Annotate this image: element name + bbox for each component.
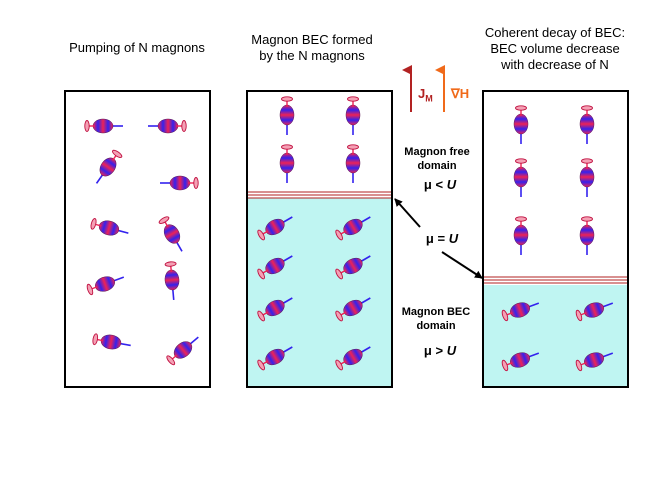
magnon-icon bbox=[257, 297, 293, 322]
relation-mu-greater-u: μ > U bbox=[400, 343, 480, 358]
magnon-icon bbox=[279, 96, 295, 135]
magnon-icon bbox=[166, 336, 199, 366]
symbol-u: U bbox=[446, 177, 457, 192]
operator-equals: = bbox=[433, 231, 449, 246]
magnon-layer bbox=[84, 96, 614, 372]
magnon-icon bbox=[501, 302, 540, 322]
magnon-icon bbox=[335, 216, 371, 241]
magnon-icon bbox=[160, 175, 199, 191]
relation-mu-equals-u: μ = U bbox=[402, 231, 482, 246]
magnon-icon bbox=[95, 149, 123, 184]
magnon-icon bbox=[579, 158, 595, 197]
magnon-icon bbox=[279, 144, 295, 183]
caption-pumping: Pumping of N magnons bbox=[69, 40, 205, 55]
symbol-mu: μ bbox=[423, 177, 432, 192]
panel-decay bbox=[482, 90, 629, 388]
label-magnon-free-line1: Magnon free bbox=[404, 146, 470, 158]
magnon-icon bbox=[86, 276, 125, 296]
magnon-icon bbox=[158, 216, 183, 252]
symbol-u: U bbox=[446, 343, 457, 358]
caption-decay-line3: with decrease of N bbox=[501, 57, 609, 72]
arrow-to-right-boundary bbox=[441, 251, 483, 279]
magnon-icon bbox=[579, 105, 595, 144]
magnon-icon bbox=[92, 333, 131, 350]
magnon-icon bbox=[148, 118, 187, 134]
magnon-icon bbox=[90, 218, 129, 236]
magnon-icon bbox=[575, 302, 614, 322]
label-field-gradient: ∇H bbox=[451, 86, 470, 101]
magnon-icon bbox=[513, 158, 529, 197]
magnon-icon bbox=[335, 297, 371, 322]
domain-boundary-right bbox=[484, 276, 627, 284]
caption-bec-formed-line1: Magnon BEC formed bbox=[251, 32, 373, 47]
caption-coherent-decay: Coherent decay of BEC: BEC volume decrea… bbox=[460, 25, 650, 73]
magnon-icon bbox=[164, 261, 180, 300]
domain-boundary-middle bbox=[248, 191, 391, 199]
magnon-icon bbox=[257, 346, 293, 371]
caption-bec-formed: Magnon BEC formed by the N magnons bbox=[232, 32, 392, 64]
arrow-to-middle-boundary bbox=[394, 198, 421, 228]
magnon-icon bbox=[513, 216, 529, 255]
caption-bec-formed-line2: by the N magnons bbox=[259, 48, 365, 63]
panel-pumping bbox=[64, 90, 211, 388]
label-magnon-free-domain: Magnon free domain bbox=[392, 145, 482, 173]
magnon-icon bbox=[335, 255, 371, 280]
magnon-icon bbox=[345, 144, 361, 183]
symbol-j: J bbox=[418, 86, 426, 101]
caption-decay-line2: BEC volume decrease bbox=[490, 41, 620, 56]
panel-bec-formed bbox=[246, 90, 393, 388]
label-magnon-current: JM bbox=[418, 86, 433, 104]
label-magnon-bec-line2: domain bbox=[416, 320, 456, 332]
magnon-icon bbox=[84, 118, 123, 134]
magnon-icon bbox=[579, 216, 595, 255]
label-magnon-free-line2: domain bbox=[417, 160, 457, 172]
magnon-icon bbox=[257, 255, 293, 280]
operator-less: < bbox=[431, 177, 447, 192]
magnon-icon bbox=[335, 346, 371, 371]
magnon-icon bbox=[345, 96, 361, 135]
label-magnon-bec-domain: Magnon BEC domain bbox=[388, 305, 484, 333]
label-magnon-bec-line1: Magnon BEC bbox=[401, 306, 471, 318]
symbol-u: U bbox=[448, 231, 459, 246]
symbol-mu: μ bbox=[423, 343, 432, 358]
magnon-icon bbox=[513, 105, 529, 144]
magnon-icon bbox=[501, 352, 540, 372]
operator-greater: > bbox=[431, 343, 447, 358]
symbol-mu: μ bbox=[425, 231, 434, 246]
caption-decay-line1: Coherent decay of BEC: bbox=[484, 25, 626, 40]
relation-mu-less-u: μ < U bbox=[400, 177, 480, 192]
magnon-icon bbox=[257, 216, 293, 241]
magnon-icon bbox=[575, 352, 614, 372]
subscript-m: M bbox=[425, 93, 433, 104]
